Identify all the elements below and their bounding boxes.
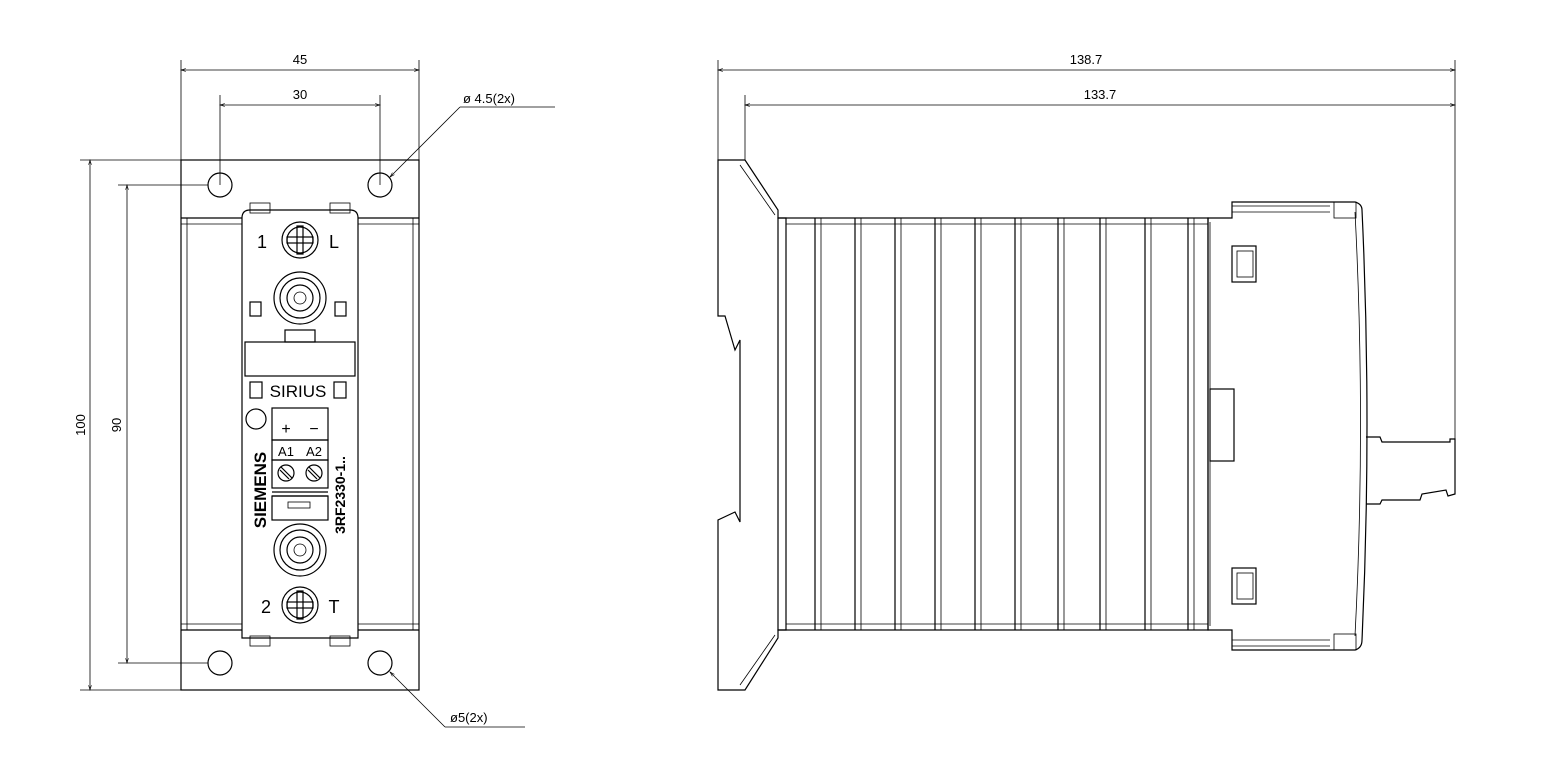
dimension-depth-133-7: 133.7: [743, 87, 1457, 160]
dimension-hole-vertical-90: 90: [109, 183, 208, 665]
dimension-hole-spacing-30: 30: [218, 87, 382, 185]
terminal-label-1: 1: [257, 232, 267, 252]
relay-module-front: 1 L SIRIUS + − A1: [241, 202, 359, 647]
terminal-connector-side: [1366, 436, 1456, 505]
din-rail-clip: [717, 159, 787, 691]
control-screw-a1: [277, 464, 295, 482]
mounting-hole: [367, 172, 393, 198]
brand-label: SIEMENS: [251, 452, 270, 529]
bottom-hole-callout: ø5(2x): [389, 671, 525, 728]
dim-label-45: 45: [293, 52, 307, 67]
control-plus-label: +: [281, 421, 290, 438]
control-a2-label: A2: [306, 444, 322, 459]
terminal-screw-bottom: [281, 586, 319, 624]
mounting-hole: [207, 172, 233, 198]
dimension-width-45: 45: [179, 52, 421, 160]
relay-housing-side: [1207, 201, 1368, 651]
terminal-label-L: L: [329, 232, 339, 252]
terminal-screw-top: [281, 221, 319, 259]
dimension-height-100: 100: [73, 158, 181, 692]
control-minus-label: −: [309, 421, 318, 438]
top-hole-note: ø 4.5(2x): [463, 91, 515, 106]
top-hole-callout: ø 4.5(2x): [389, 91, 555, 178]
model-label: 3RF2330-1..: [332, 456, 348, 534]
dim-label-100: 100: [73, 414, 88, 436]
torx-screw-bottom: [273, 523, 327, 577]
dim-label-133-7: 133.7: [1084, 87, 1117, 102]
mounting-hole: [207, 650, 233, 676]
front-view: 45 30 100 90: [73, 52, 555, 728]
torx-screw-top: [273, 271, 327, 325]
status-led: [245, 408, 267, 430]
terminal-label-T: T: [329, 597, 340, 617]
dim-label-138-7: 138.7: [1070, 52, 1103, 67]
label-plate: [244, 341, 356, 377]
dim-label-30: 30: [293, 87, 307, 102]
mounting-hole: [367, 650, 393, 676]
control-screw-a2: [305, 464, 323, 482]
bottom-hole-note: ø5(2x): [450, 710, 488, 725]
housing-latch-bottom: [1231, 567, 1257, 605]
dimension-depth-138-7: 138.7: [716, 52, 1457, 440]
dim-label-90: 90: [109, 418, 124, 432]
side-tab: [1209, 388, 1235, 462]
heatsink: [777, 217, 1209, 631]
mounting-plate: [180, 159, 420, 691]
terminal-label-2: 2: [261, 597, 271, 617]
control-a1-label: A1: [278, 444, 294, 459]
housing-latch-top: [1231, 245, 1257, 283]
series-label: SIRIUS: [270, 382, 327, 401]
side-view: 138.7 133.7: [716, 52, 1457, 691]
